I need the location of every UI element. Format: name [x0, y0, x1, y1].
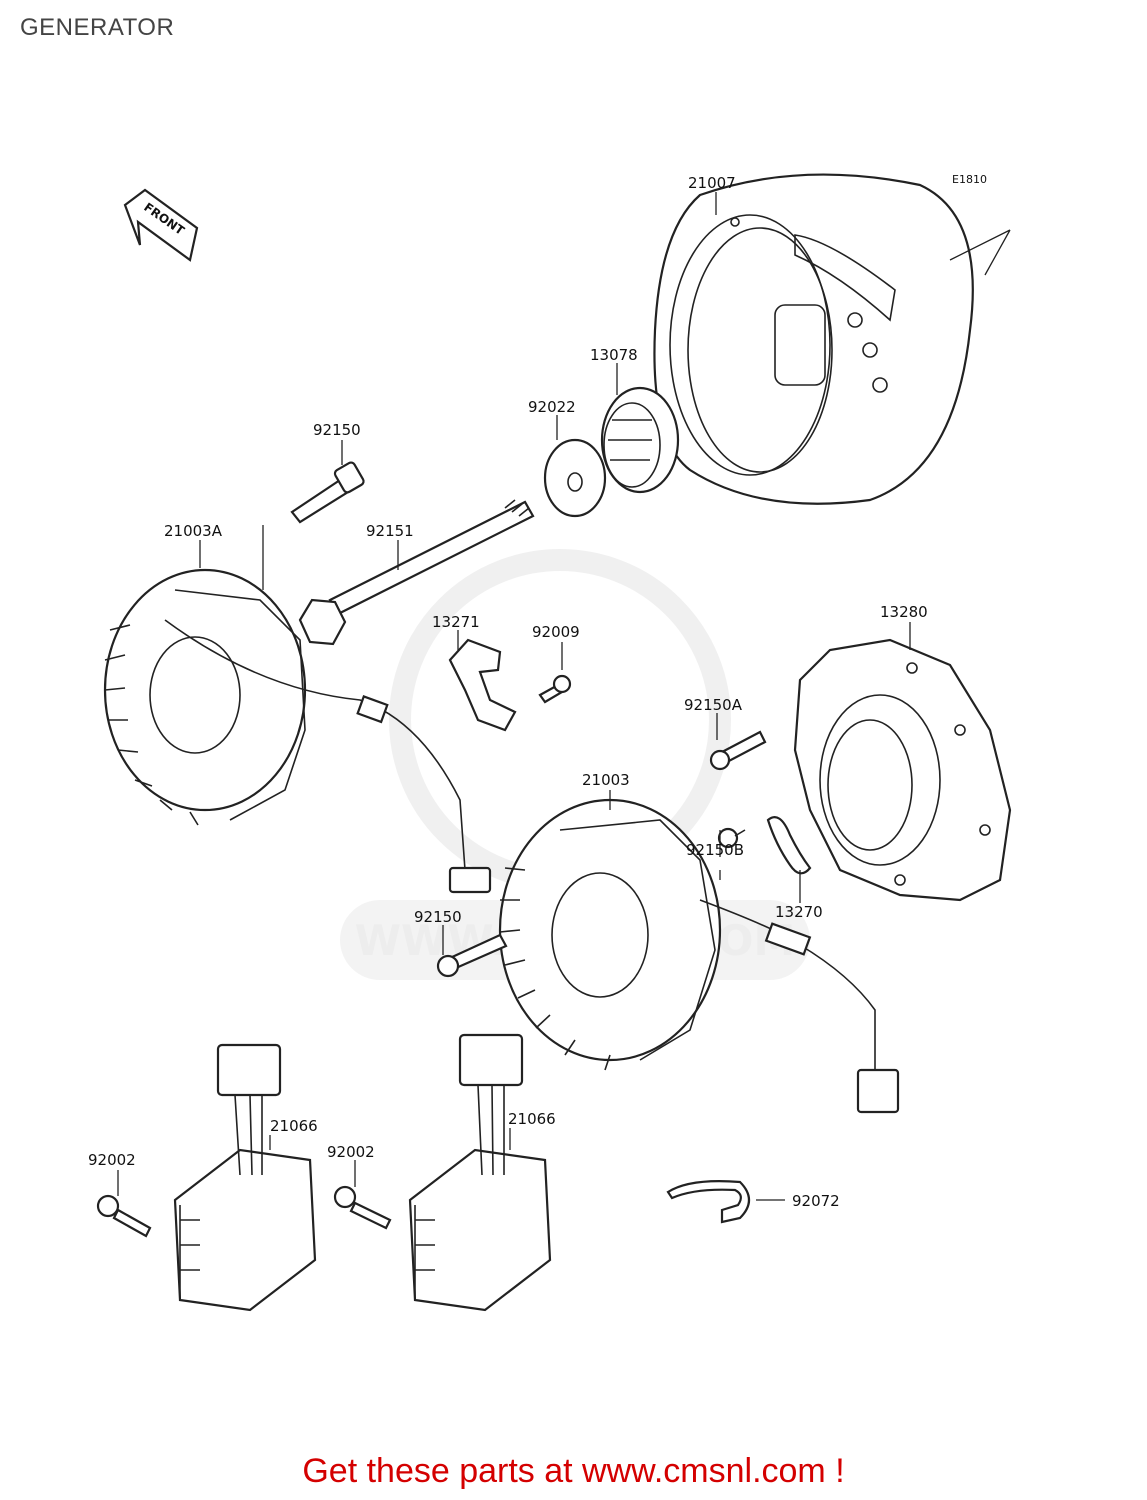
stator-21003[interactable] — [498, 798, 900, 1114]
bracket-13271[interactable] — [448, 638, 517, 732]
label-21066-right: 21066 — [508, 1110, 556, 1128]
bolt-92150-mid[interactable] — [436, 933, 508, 978]
page-title: GENERATOR — [20, 14, 175, 41]
label-92009: 92009 — [532, 623, 580, 641]
rotor-21007[interactable] — [653, 173, 1011, 505]
bolt-92150a[interactable] — [709, 730, 767, 771]
leader-lines — [117, 192, 911, 1201]
label-21007: 21007 — [688, 174, 736, 192]
label-13280: 13280 — [880, 603, 928, 621]
regulator-21066-left[interactable] — [173, 1043, 317, 1312]
label-92002-left: 92002 — [88, 1151, 136, 1169]
bolt-92150b[interactable] — [717, 827, 746, 849]
starter-clutch-gear-13078[interactable] — [600, 386, 680, 494]
label-21003: 21003 — [582, 771, 630, 789]
label-92022: 92022 — [528, 398, 576, 416]
label-92002-right: 92002 — [327, 1143, 375, 1161]
diagram-code: E1810 — [952, 173, 987, 186]
long-bolt-92151[interactable] — [298, 499, 535, 646]
cover-13280[interactable] — [793, 638, 1012, 902]
label-92150a: 92150A — [684, 696, 743, 714]
label-92151: 92151 — [366, 522, 414, 540]
label-92150-mid: 92150 — [414, 908, 462, 926]
label-21003a: 21003A — [164, 522, 223, 540]
label-13078: 13078 — [590, 346, 638, 364]
screw-92009[interactable] — [538, 674, 572, 704]
label-21066-left: 21066 — [270, 1117, 318, 1135]
stator-21003a[interactable] — [103, 568, 492, 894]
washer-92022[interactable] — [543, 438, 607, 518]
label-13270: 13270 — [775, 903, 823, 921]
plate-13270[interactable] — [766, 816, 812, 875]
label-13271: 13271 — [432, 613, 480, 631]
bolt-92002-left[interactable] — [96, 1194, 152, 1238]
band-92072[interactable] — [666, 1180, 751, 1224]
label-92150b: 92150B — [686, 841, 744, 859]
bolt-92002-right[interactable] — [333, 1185, 392, 1230]
footer-link[interactable]: Get these parts at www.cmsnl.com ! — [302, 1452, 845, 1490]
bolt-92150-top[interactable] — [290, 461, 365, 524]
front-arrow-icon: FRONT — [123, 188, 199, 262]
label-92072: 92072 — [792, 1192, 840, 1210]
label-92150-top: 92150 — [313, 421, 361, 439]
regulator-21066-right[interactable] — [408, 1033, 552, 1312]
